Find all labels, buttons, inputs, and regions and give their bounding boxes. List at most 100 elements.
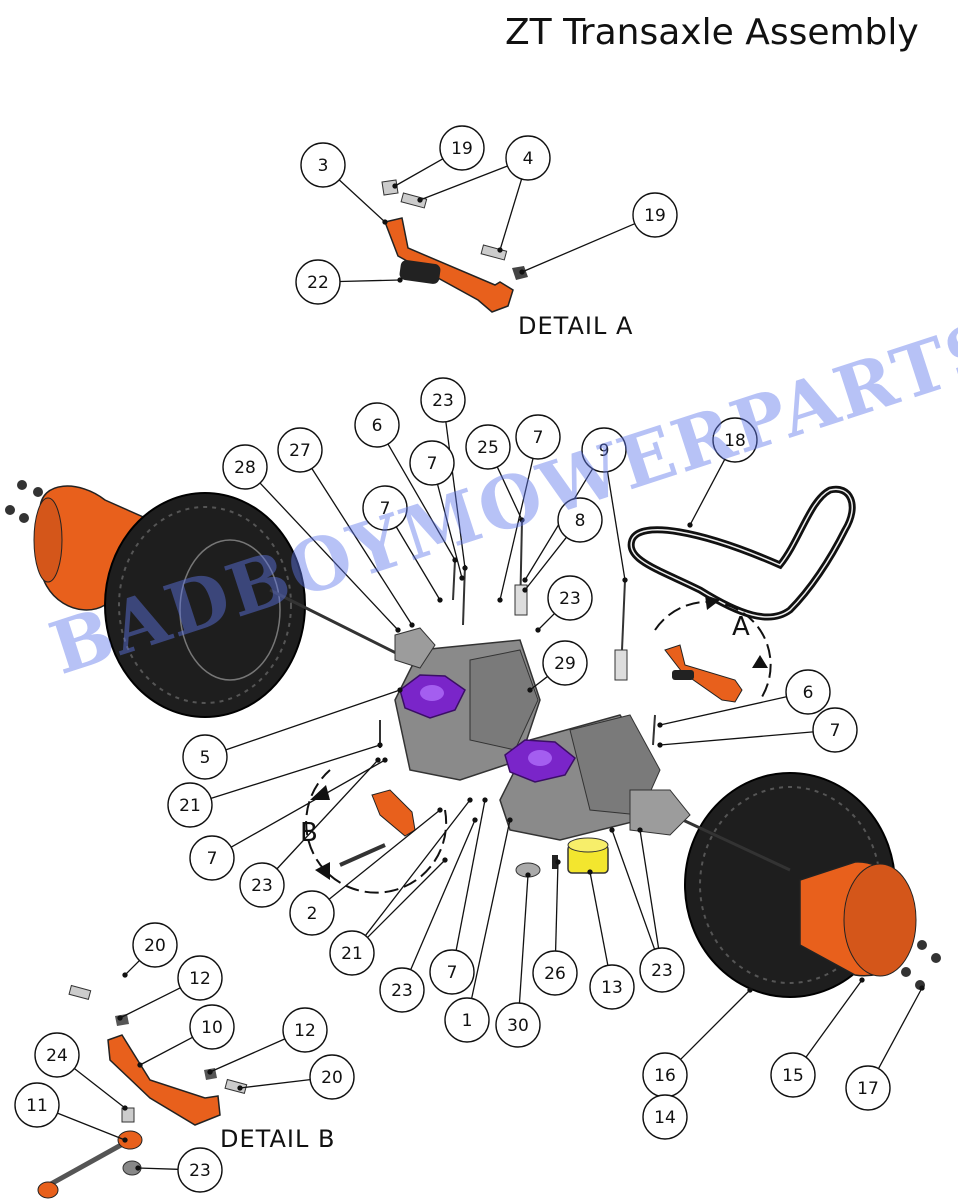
spacer-9 xyxy=(614,649,628,681)
callout-2: 2 xyxy=(289,890,335,936)
leader-line xyxy=(124,960,140,976)
leader-line xyxy=(499,178,523,251)
leader-arrow-tip xyxy=(122,1105,128,1111)
callout-number: 6 xyxy=(372,416,383,436)
leader-arrow-tip xyxy=(919,985,925,991)
detail-a-bracket xyxy=(383,217,514,313)
leader-line xyxy=(680,989,751,1060)
callout-7: 7 xyxy=(812,707,858,753)
callout-28: 28 xyxy=(222,444,268,490)
callout-circle xyxy=(439,125,485,171)
leader-arrow-tip xyxy=(392,183,398,189)
callout-circle xyxy=(282,1007,328,1053)
callout-circle xyxy=(845,1065,891,1111)
leader-arrow-tip xyxy=(122,1137,128,1143)
callout-number: 27 xyxy=(289,441,311,461)
detail-a-bracket-group xyxy=(381,179,528,313)
right-lug-nuts xyxy=(901,940,941,990)
callout-circle xyxy=(309,1054,355,1100)
callout-25: 25 xyxy=(465,424,511,470)
callout-number: 23 xyxy=(391,981,413,1001)
leader-arrow-tip xyxy=(472,817,478,823)
callout-9: 9 xyxy=(581,427,627,473)
leader-arrow-tip xyxy=(859,977,865,983)
callout-number: 4 xyxy=(523,149,534,169)
detail-b-bracket xyxy=(107,1034,221,1126)
callout-circle xyxy=(239,862,285,908)
callout-19: 19 xyxy=(632,192,678,238)
leader-line xyxy=(137,1167,179,1170)
callout-number: 22 xyxy=(307,273,329,293)
callout-number: 17 xyxy=(857,1079,879,1099)
callout-23: 23 xyxy=(547,575,593,621)
callout-circle xyxy=(495,1002,541,1048)
callout-number: 23 xyxy=(559,589,581,609)
callout-7: 7 xyxy=(429,949,475,995)
callout-circle xyxy=(189,1004,235,1050)
leader-line xyxy=(589,871,609,966)
left-lug-nuts xyxy=(5,480,43,523)
callout-number: 15 xyxy=(782,1066,804,1086)
detail-b-label: DETAIL B xyxy=(220,1125,336,1153)
callout-18: 18 xyxy=(712,417,758,463)
callout-number: 12 xyxy=(189,969,211,989)
callout-number: 21 xyxy=(179,796,201,816)
callout-circle xyxy=(177,1147,223,1193)
callout-6: 6 xyxy=(785,669,831,715)
leader-arrow-tip xyxy=(535,627,541,633)
callout-circle xyxy=(639,947,685,993)
callout-circle xyxy=(712,417,758,463)
leader-arrow-tip xyxy=(467,797,473,803)
leader-arrow-tip xyxy=(135,1165,141,1171)
leader-arrow-tip xyxy=(395,627,401,633)
callout-20: 20 xyxy=(132,922,178,968)
callout-circle xyxy=(34,1032,80,1078)
callout-circle xyxy=(379,967,425,1013)
leader-line xyxy=(689,459,726,526)
leader-line xyxy=(311,468,413,626)
leader-line xyxy=(496,466,523,521)
callout-20: 20 xyxy=(309,1054,355,1100)
callout-21: 21 xyxy=(329,930,375,976)
leader-line xyxy=(230,759,386,848)
callout-14: 14 xyxy=(642,1094,688,1140)
drive-belt xyxy=(627,485,856,621)
callout-13: 13 xyxy=(589,964,635,1010)
leader-line xyxy=(521,223,636,273)
callout-10: 10 xyxy=(189,1004,235,1050)
callout-circle xyxy=(277,427,323,473)
leader-arrow-tip xyxy=(437,597,443,603)
callout-21: 21 xyxy=(167,782,213,828)
callout-number: 21 xyxy=(341,944,363,964)
callout-circle xyxy=(362,485,408,531)
spacer-8 xyxy=(514,584,528,616)
leader-arrow-tip xyxy=(637,827,643,833)
leader-arrow-tip xyxy=(747,987,753,993)
callout-number: 8 xyxy=(575,511,586,531)
oil-filter xyxy=(567,837,609,874)
leader-line xyxy=(259,482,399,631)
leader-line xyxy=(73,1068,126,1109)
detail-b-inset xyxy=(305,769,448,894)
callout-23: 23 xyxy=(239,862,285,908)
leader-line xyxy=(659,696,787,726)
callout-number: 13 xyxy=(601,978,623,998)
callout-number: 20 xyxy=(321,1068,343,1088)
callout-number: 7 xyxy=(380,499,391,519)
leader-line xyxy=(524,536,567,591)
callout-number: 19 xyxy=(644,206,666,226)
leader-line xyxy=(387,443,456,561)
leader-line xyxy=(210,744,381,799)
callout-circle xyxy=(132,922,178,968)
leader-line xyxy=(445,421,466,569)
callout-23: 23 xyxy=(639,947,685,993)
callout-30: 30 xyxy=(495,1002,541,1048)
leader-arrow-tip xyxy=(437,807,443,813)
callout-circle xyxy=(222,444,268,490)
callout-24: 24 xyxy=(34,1032,80,1078)
leader-line xyxy=(394,158,444,187)
callout-circle xyxy=(295,259,341,305)
leader-line xyxy=(364,799,471,936)
leader-line xyxy=(436,484,463,579)
